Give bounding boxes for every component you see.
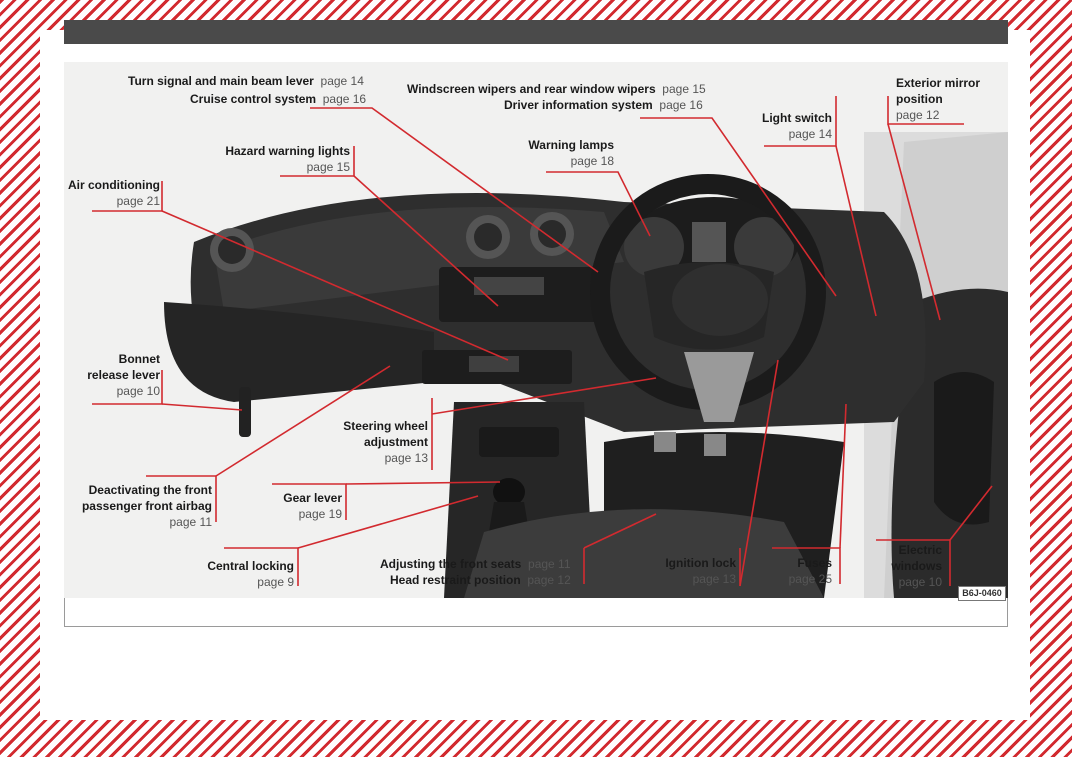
label-cruise-control: Cruise control system page 16 bbox=[190, 92, 367, 106]
label-central-locking: Central locking bbox=[207, 559, 294, 573]
label-electric-windows: Electric bbox=[898, 543, 942, 557]
label-hazard-page: page 15 bbox=[306, 160, 350, 174]
label-light-switch-page: page 14 bbox=[788, 127, 832, 141]
label-air-conditioning: Air conditioning bbox=[68, 178, 160, 192]
label-fuses-page: page 25 bbox=[788, 572, 832, 586]
label-hazard: Hazard warning lights bbox=[225, 144, 350, 158]
label-steering-2: adjustment bbox=[363, 435, 428, 449]
label-light-switch: Light switch bbox=[762, 111, 832, 125]
label-wipers: Windscreen wipers and rear window wipers… bbox=[407, 82, 706, 96]
label-gear: Gear lever bbox=[283, 491, 342, 505]
label-deactivating-page: page 11 bbox=[169, 515, 213, 529]
label-bonnet-2: release lever bbox=[87, 368, 160, 382]
label-turn-signal: Turn signal and main beam lever page 14 bbox=[128, 74, 364, 88]
label-deactivating: Deactivating the front bbox=[88, 483, 212, 497]
label-ignition: Ignition lock bbox=[665, 556, 736, 570]
label-steering-page: page 13 bbox=[384, 451, 428, 465]
label-bonnet: Bonnet bbox=[118, 352, 160, 366]
label-warning-lamps: Warning lamps bbox=[528, 138, 614, 152]
label-central-locking-page: page 9 bbox=[257, 575, 294, 589]
label-electric-windows-2: windows bbox=[891, 559, 942, 573]
figure-code: B6J-0460 bbox=[958, 586, 1006, 601]
label-driver-info: Driver information system page 16 bbox=[504, 98, 703, 112]
label-adjusting-seats: Adjusting the front seats page 11 bbox=[380, 557, 571, 571]
label-bonnet-page: page 10 bbox=[116, 384, 160, 398]
label-warning-lamps-page: page 18 bbox=[570, 154, 614, 168]
label-gear-page: page 19 bbox=[298, 507, 342, 521]
label-exterior-mirror: Exterior mirror bbox=[896, 76, 981, 90]
label-steering: Steering wheel bbox=[343, 419, 428, 433]
label-head-restraint: Head restraint position page 12 bbox=[390, 573, 571, 587]
label-ignition-page: page 13 bbox=[692, 572, 736, 586]
label-electric-windows-page: page 10 bbox=[898, 575, 942, 589]
header-bar bbox=[64, 20, 1008, 44]
label-air-conditioning-page: page 21 bbox=[116, 194, 160, 208]
label-deactivating-2: passenger front airbag bbox=[81, 499, 212, 513]
label-exterior-mirror-page: page 12 bbox=[896, 108, 940, 122]
label-fuses: Fuses bbox=[797, 556, 832, 570]
label-exterior-mirror-2: position bbox=[896, 92, 943, 106]
